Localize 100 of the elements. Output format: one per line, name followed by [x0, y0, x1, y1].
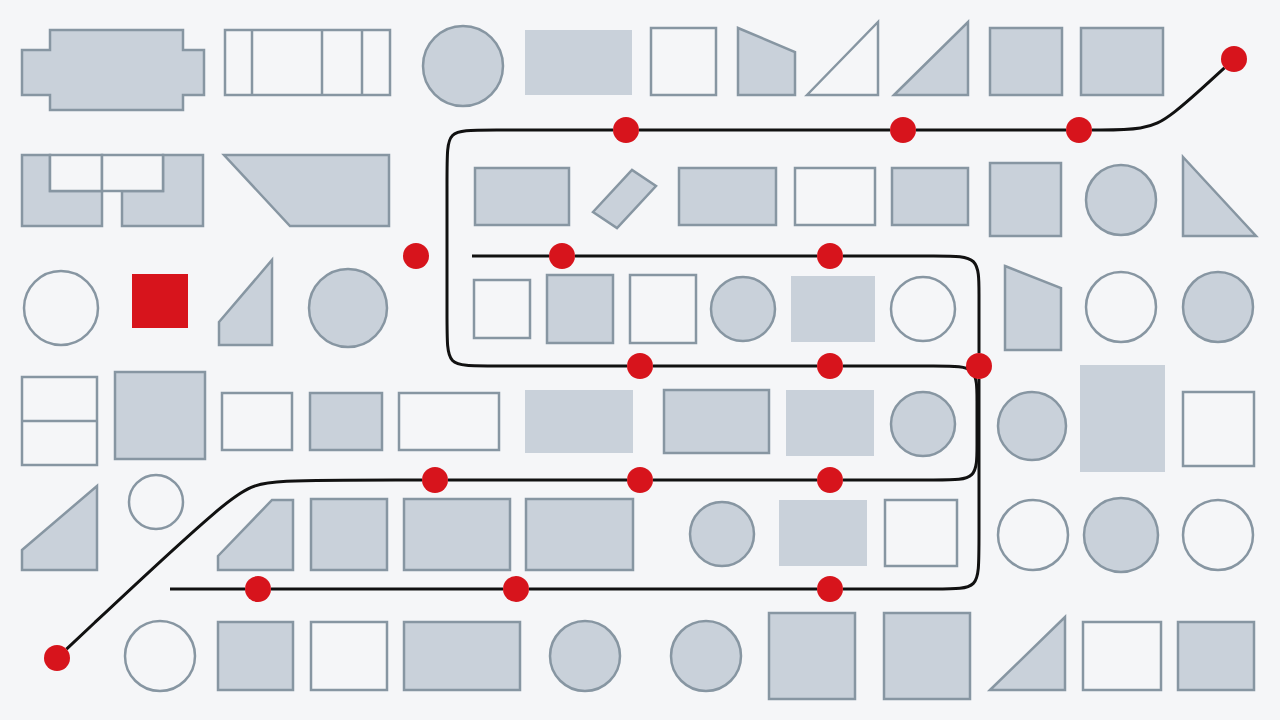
- rectangle-shape: [662, 388, 771, 455]
- circle-shape: [307, 267, 389, 349]
- rectangle-shape: [524, 497, 635, 572]
- route-stop-dot: [890, 117, 916, 143]
- route-stop-dot: [44, 645, 70, 671]
- rectangle-shape: [793, 166, 877, 227]
- circle-shape: [709, 275, 777, 343]
- route-stop-dot: [613, 117, 639, 143]
- circle-shape: [548, 619, 622, 693]
- rectangle-shape: [525, 390, 633, 453]
- route-line: [446, 478, 629, 482]
- circle-shape: [127, 473, 185, 531]
- route-stop-dot: [422, 467, 448, 493]
- rectangle-shape: [882, 611, 972, 701]
- triangle-shape: [1181, 153, 1259, 238]
- rectangle-shape: [402, 620, 522, 692]
- circle-shape: [996, 390, 1068, 462]
- circle-shape: [22, 269, 100, 347]
- route-line: [841, 254, 981, 355]
- rectangle-shape: [883, 498, 959, 568]
- route-stop-dot: [403, 243, 429, 269]
- rectangle-shape: [1081, 620, 1163, 692]
- rectangle-shape: [113, 370, 207, 461]
- trapezoid-shape: [1003, 264, 1063, 352]
- route-stop-dot: [503, 576, 529, 602]
- polygon-shape: [216, 498, 295, 572]
- route-line: [841, 377, 981, 591]
- circle-shape: [421, 24, 505, 108]
- route-line: [637, 128, 892, 132]
- route-stop-dot: [549, 243, 575, 269]
- circle-shape: [1082, 496, 1160, 574]
- route-line: [269, 587, 505, 591]
- rectangle-shape: [402, 497, 512, 572]
- circle-shape: [1181, 498, 1255, 572]
- route-line: [65, 478, 424, 651]
- block-shape: [20, 153, 205, 228]
- triangle-shape: [986, 614, 1067, 692]
- trapezoid-shape: [736, 26, 797, 97]
- route-stop-dot: [817, 243, 843, 269]
- trapezoid-shape: [221, 153, 391, 228]
- circle-shape: [996, 498, 1070, 572]
- circle-shape: [669, 619, 743, 693]
- rectangle-shape: [220, 391, 294, 452]
- rectangle-shape: [649, 26, 718, 97]
- circle-shape: [1181, 270, 1255, 344]
- rectangle-shape: [988, 26, 1064, 97]
- route-stop-dot: [245, 576, 271, 602]
- rectangle-shape: [767, 611, 857, 701]
- route-line: [573, 254, 819, 258]
- rectangle-shape: [779, 500, 867, 566]
- rectangle-shape: [309, 620, 389, 692]
- rectangle-shape: [473, 166, 571, 227]
- block-shape: [20, 28, 206, 112]
- rectangle-shape: [397, 391, 501, 452]
- circle-shape: [889, 275, 957, 343]
- trapezoid-shape: [20, 483, 99, 572]
- route-line: [168, 587, 247, 591]
- trapezoid-shape: [217, 256, 274, 347]
- route-line: [651, 364, 819, 368]
- rectangle-shape: [20, 375, 99, 467]
- route-stop-dot: [627, 353, 653, 379]
- rectangle-shape: [791, 276, 875, 342]
- circle-shape: [1084, 163, 1158, 237]
- route-stop-dot: [1221, 46, 1247, 72]
- rectangle-shape: [472, 278, 532, 340]
- route-line: [1090, 66, 1226, 132]
- rectangle-shape: [545, 273, 615, 345]
- circle-shape: [889, 390, 957, 458]
- circle-shape: [688, 500, 756, 568]
- rectangle-shape: [1080, 365, 1165, 472]
- rectangle-shape: [988, 161, 1063, 238]
- rectangle-shape: [525, 30, 632, 95]
- rectangle-shape: [677, 166, 778, 227]
- route-line: [527, 587, 819, 591]
- route-line: [470, 254, 551, 258]
- triangle-shape: [804, 18, 880, 97]
- route-stop-dot: [817, 353, 843, 379]
- circle-shape: [1084, 270, 1158, 344]
- route-line: [651, 478, 819, 482]
- rectangle-shape: [216, 620, 295, 692]
- rectangle-shape: [1181, 390, 1256, 468]
- route-stop-dot: [627, 467, 653, 493]
- rectangle-shape: [1079, 26, 1165, 97]
- circle-shape: [123, 619, 197, 693]
- rectangle-shape: [309, 497, 389, 572]
- route-line: [445, 128, 629, 368]
- rectangle-shape: [1176, 620, 1256, 692]
- rectangle-shape: [890, 166, 970, 227]
- rectangle-shape: [628, 273, 698, 345]
- rectangle-shape: [786, 390, 874, 456]
- route-stop-dot: [966, 353, 992, 379]
- route-stop-dot: [1066, 117, 1092, 143]
- rectangle-shape: [308, 391, 384, 452]
- route-stop-dot: [817, 576, 843, 602]
- rectangle-shape: [223, 28, 392, 97]
- triangle-shape: [890, 19, 970, 97]
- route-line: [841, 364, 979, 482]
- rectangle-shape: [132, 274, 188, 328]
- route-line: [914, 128, 1068, 132]
- route-stop-dot: [817, 467, 843, 493]
